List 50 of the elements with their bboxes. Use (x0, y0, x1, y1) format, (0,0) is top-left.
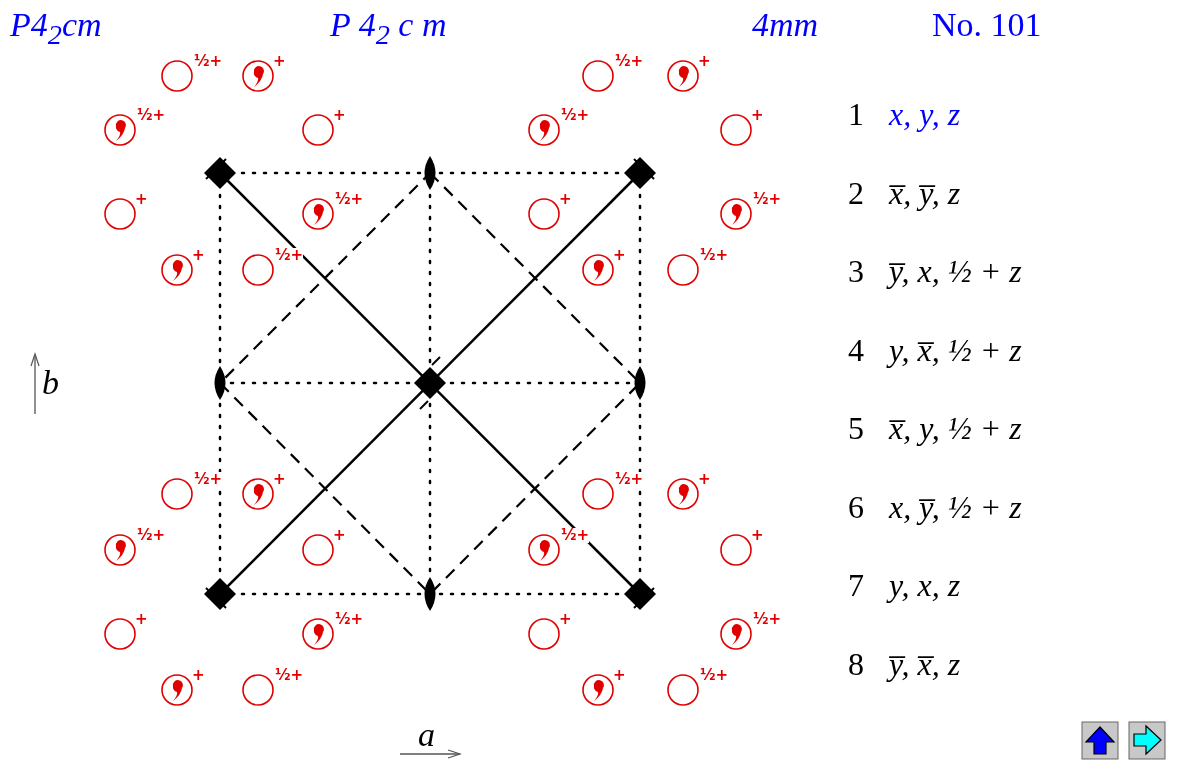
height-label: ½+ (137, 528, 166, 543)
height-label: + (192, 668, 205, 683)
height-label: + (192, 248, 205, 263)
axis-label: b (42, 366, 59, 400)
position-number: 5 (848, 412, 864, 444)
position-number: 1 (848, 98, 864, 130)
height-label: + (135, 612, 148, 627)
coordinate-triplet: x, y̅, ½ + z (889, 490, 1022, 523)
space-group-number: No. 101 (932, 8, 1042, 42)
point-group-symbol: 4mm (752, 8, 819, 42)
coordinate-triplet: x, y, z (889, 98, 961, 130)
position-number: 2 (848, 176, 864, 209)
height-label: ½+ (335, 192, 364, 207)
height-label: + (333, 528, 346, 543)
height-label: + (751, 108, 764, 123)
height-label: ½+ (700, 248, 729, 263)
height-label: + (135, 192, 148, 207)
height-label: ½+ (335, 612, 364, 627)
height-label: + (333, 108, 346, 123)
height-label: ½+ (194, 472, 223, 487)
height-label: ½+ (615, 472, 644, 487)
height-label: ½+ (275, 248, 304, 263)
height-label: + (751, 528, 764, 543)
height-label: ½+ (561, 528, 590, 543)
height-label: ½+ (700, 668, 729, 683)
height-label: ½+ (137, 108, 166, 123)
height-label: ½+ (561, 108, 590, 123)
space-group-symbol: P4$_{2}$cm (10, 8, 102, 50)
height-label: + (559, 192, 572, 207)
height-label: + (559, 612, 572, 627)
coordinate-triplet: x̅, y, ½ + z (889, 412, 1022, 444)
height-label: ½+ (194, 54, 223, 69)
position-number: 7 (848, 569, 864, 601)
height-label: ½+ (753, 192, 782, 207)
position-number: 8 (848, 647, 864, 680)
position-number: 3 (848, 255, 864, 287)
height-label: + (273, 472, 286, 487)
coordinate-triplet: x̅, y̅, z (889, 176, 961, 209)
height-label: + (698, 472, 711, 487)
height-label: + (613, 248, 626, 263)
height-label: + (613, 668, 626, 683)
height-label: ½+ (753, 612, 782, 627)
height-label: ½+ (615, 54, 644, 69)
height-label: ½+ (275, 668, 304, 683)
height-label: + (273, 54, 286, 69)
position-number: 4 (848, 333, 864, 366)
position-number: 6 (848, 490, 864, 523)
axis-label: a (418, 718, 435, 752)
space-group-symbol: P 4$_{2}$ c m (330, 8, 447, 50)
height-label: + (698, 54, 711, 69)
